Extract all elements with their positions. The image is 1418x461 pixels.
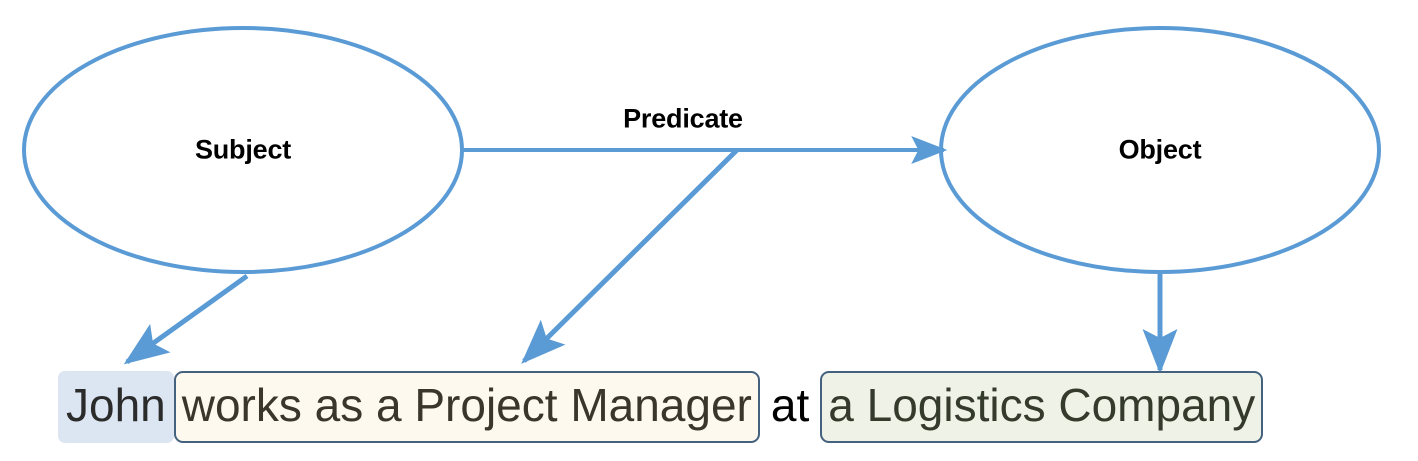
- predicate-to-span-arrow: [521, 148, 739, 364]
- annotated-sentence: John works as a Project Manager at a Log…: [58, 371, 1264, 443]
- sentence-token-subject[interactable]: John: [58, 371, 174, 443]
- sentence-token-predicate[interactable]: works as a Project Manager: [173, 371, 760, 443]
- subject-node-label: Subject: [194, 134, 292, 165]
- predicate-edge-label: Predicate: [619, 103, 747, 135]
- sentence-token-object[interactable]: a Logistics Company: [820, 371, 1264, 443]
- object-node-label: Object: [1118, 134, 1202, 165]
- subject-to-span-arrow: [123, 273, 249, 365]
- sentence-token-connector: at: [770, 379, 810, 431]
